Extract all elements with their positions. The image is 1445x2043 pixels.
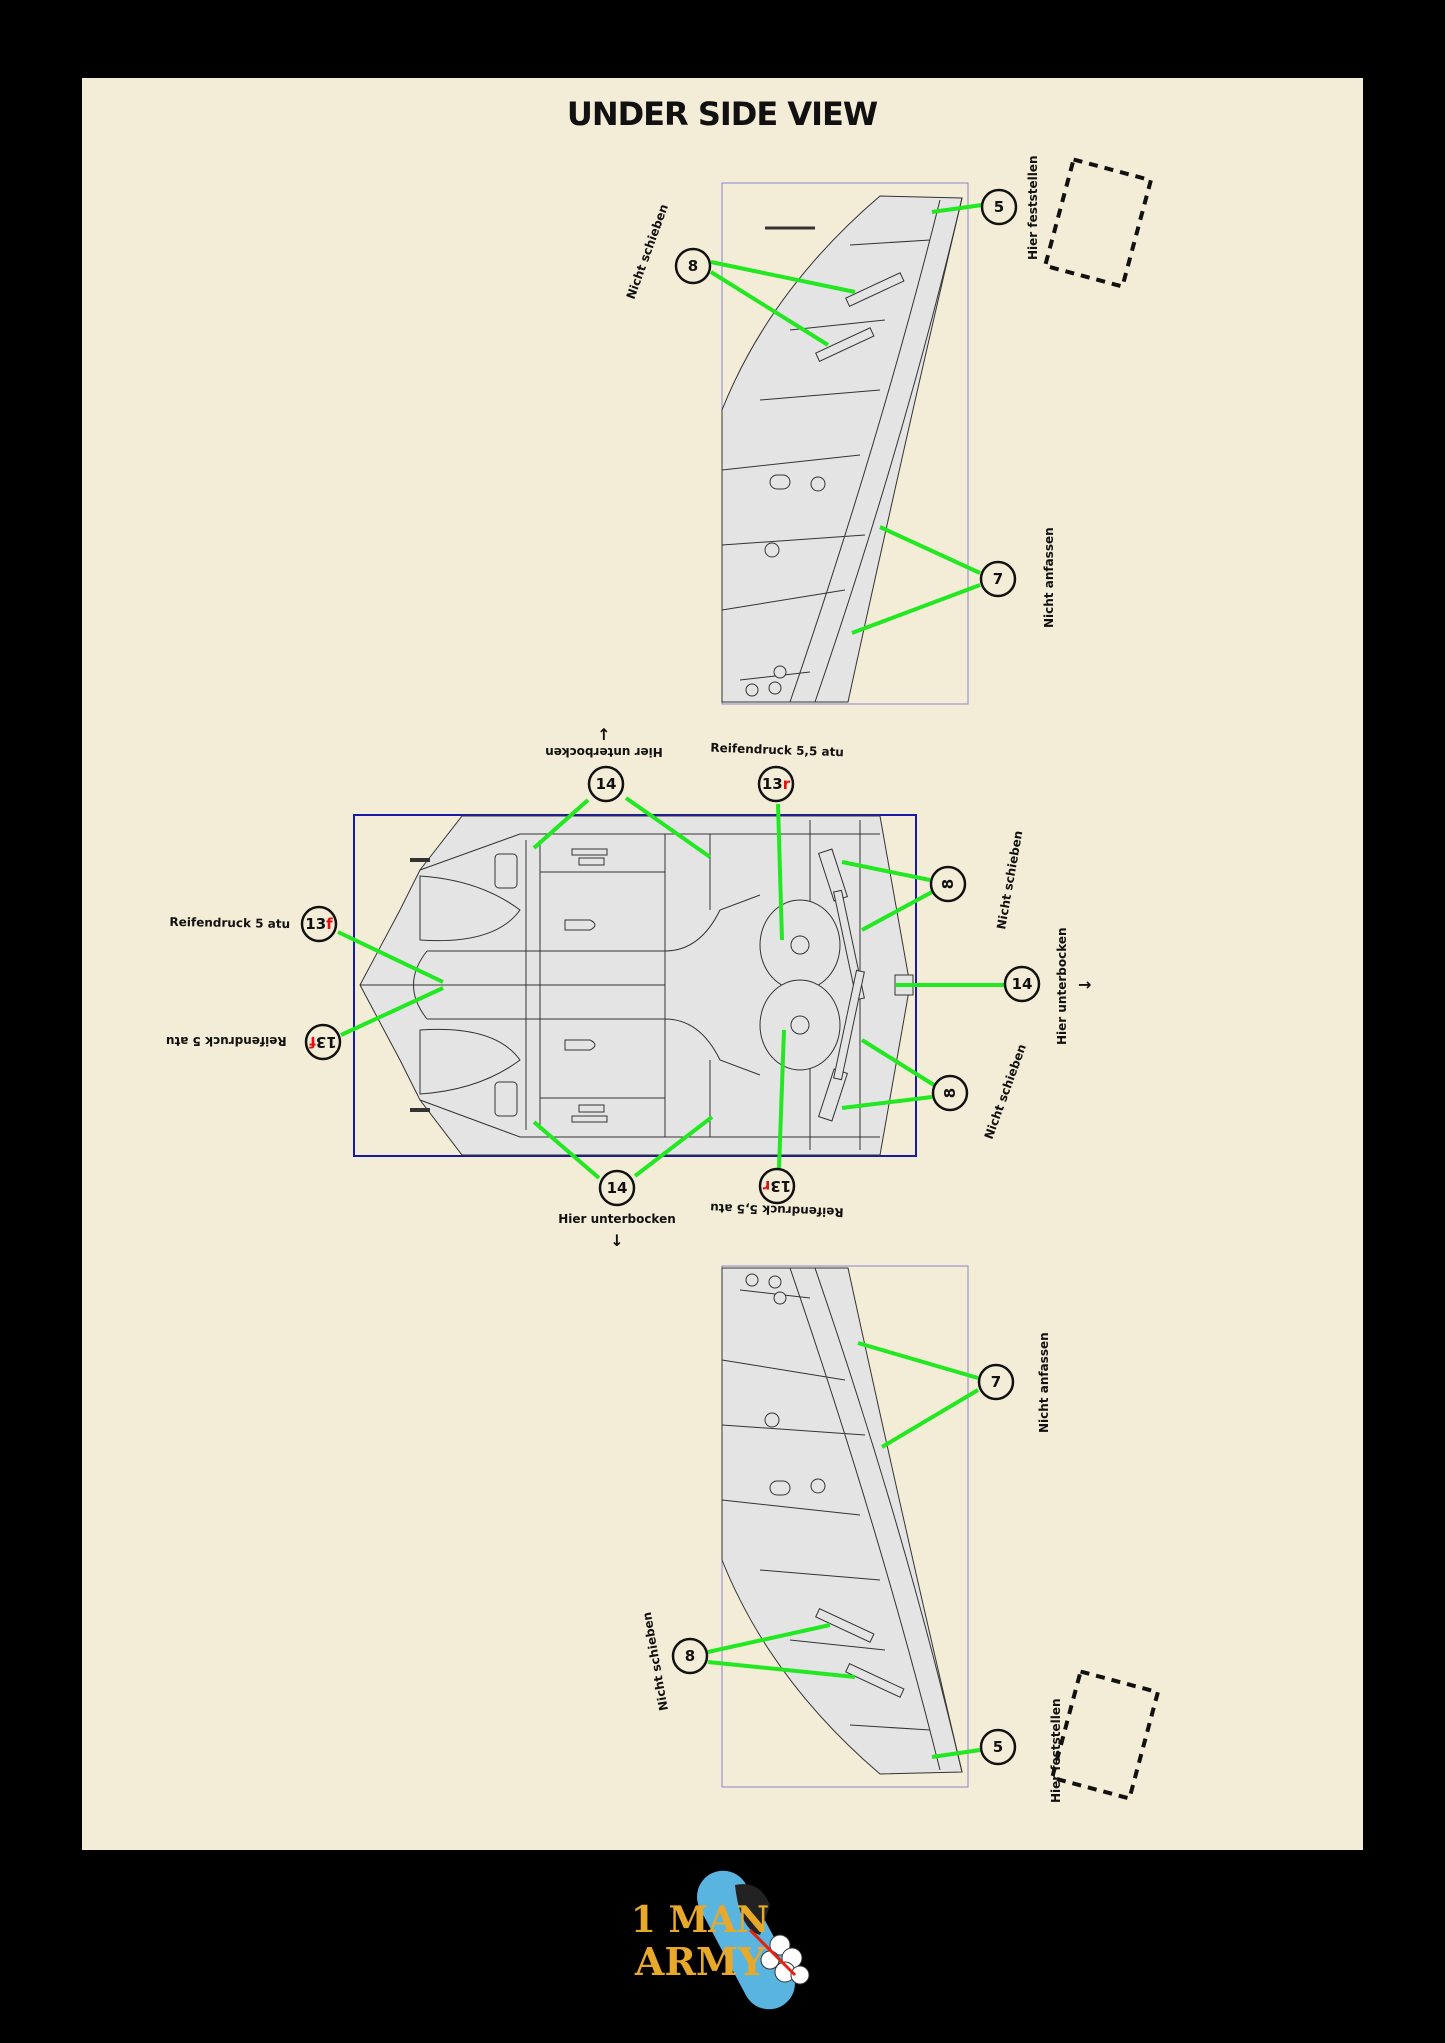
callout-label: Hier unterbocken [545, 745, 663, 759]
fuselage-view: 14 Hier unterbocken ↑ 13r Reifendruck 5,… [166, 725, 1091, 1250]
callout-5-bottom: 5 Hier feststellen [931, 1669, 1161, 1803]
callout-number: 8 [685, 1647, 695, 1665]
dashed-placement-area [1042, 157, 1154, 289]
callout-number: 8 [939, 879, 957, 889]
callout-label: Reifendruck 5,5 atu [710, 1201, 844, 1220]
bottom-wing-view: 7 Nicht anfassen 8 Nicht schieben 5 Hier… [640, 1265, 1161, 1803]
callout-label: Reifendruck 5,5 atu [710, 741, 844, 760]
callout-number: 14 [607, 1179, 628, 1197]
callout-7-bottom: 7 Nicht anfassen [857, 1332, 1051, 1449]
callout-13r-bottom: 13r Reifendruck 5,5 atu [710, 1029, 844, 1220]
brand-logo: 1 MAN ARMY [631, 1870, 810, 2010]
callout-label: Reifendruck 5 atu [169, 915, 290, 931]
callout-number: 5 [993, 1738, 1003, 1756]
arrow-up-icon: ↑ [597, 725, 610, 744]
top-wing-view: 5 Hier feststellen 8 Nicht schieben 7 Ni… [624, 155, 1154, 705]
callout-number: 14 [596, 775, 617, 793]
logo-line-2: ARMY [634, 1939, 766, 1984]
callout-13f-bottom: 13f Reifendruck 5 atu [166, 986, 444, 1061]
callout-label: Nicht anfassen [1042, 527, 1056, 628]
arrow-down-icon: ↓ [610, 1231, 623, 1250]
callout-13r-top: 13r Reifendruck 5,5 atu [710, 741, 844, 941]
callout-number: 14 [1012, 975, 1033, 993]
callout-13f-top: 13f Reifendruck 5 atu [169, 905, 444, 984]
callout-label: Hier feststellen [1049, 1698, 1063, 1803]
page-title: UNDER SIDE VIEW [567, 95, 878, 133]
callout-14-top: 14 Hier unterbocken ↑ [532, 725, 712, 859]
callout-number: 7 [991, 1373, 1001, 1391]
callout-14-right: 14 Hier unterbocken → [896, 927, 1091, 1045]
logo-line-1: 1 MAN [631, 1899, 769, 1941]
callout-label: Reifendruck 5 atu [166, 1034, 287, 1048]
arrow-right-icon: → [1078, 975, 1091, 994]
callout-number: 7 [993, 570, 1003, 588]
callout-label: Nicht anfassen [1037, 1332, 1051, 1433]
callout-7-top: 7 Nicht anfassen [851, 525, 1056, 635]
callout-number: 13f [305, 915, 333, 933]
callout-label: Hier unterbocken [558, 1212, 676, 1226]
callout-label: Hier unterbocken [1055, 927, 1069, 1045]
callout-number: 13f [309, 1033, 337, 1051]
callout-number: 8 [941, 1088, 959, 1098]
callout-label: Hier feststellen [1026, 155, 1040, 260]
callout-14-bottom: 14 Hier unterbocken ↓ [532, 1115, 714, 1250]
callout-number: 13r [762, 775, 791, 793]
callout-number: 13r [762, 1177, 791, 1195]
dashed-placement-area [1049, 1669, 1161, 1801]
callout-number: 8 [688, 257, 698, 275]
callout-number: 5 [994, 198, 1004, 216]
callout-5-top: 5 Hier feststellen [931, 155, 1154, 289]
